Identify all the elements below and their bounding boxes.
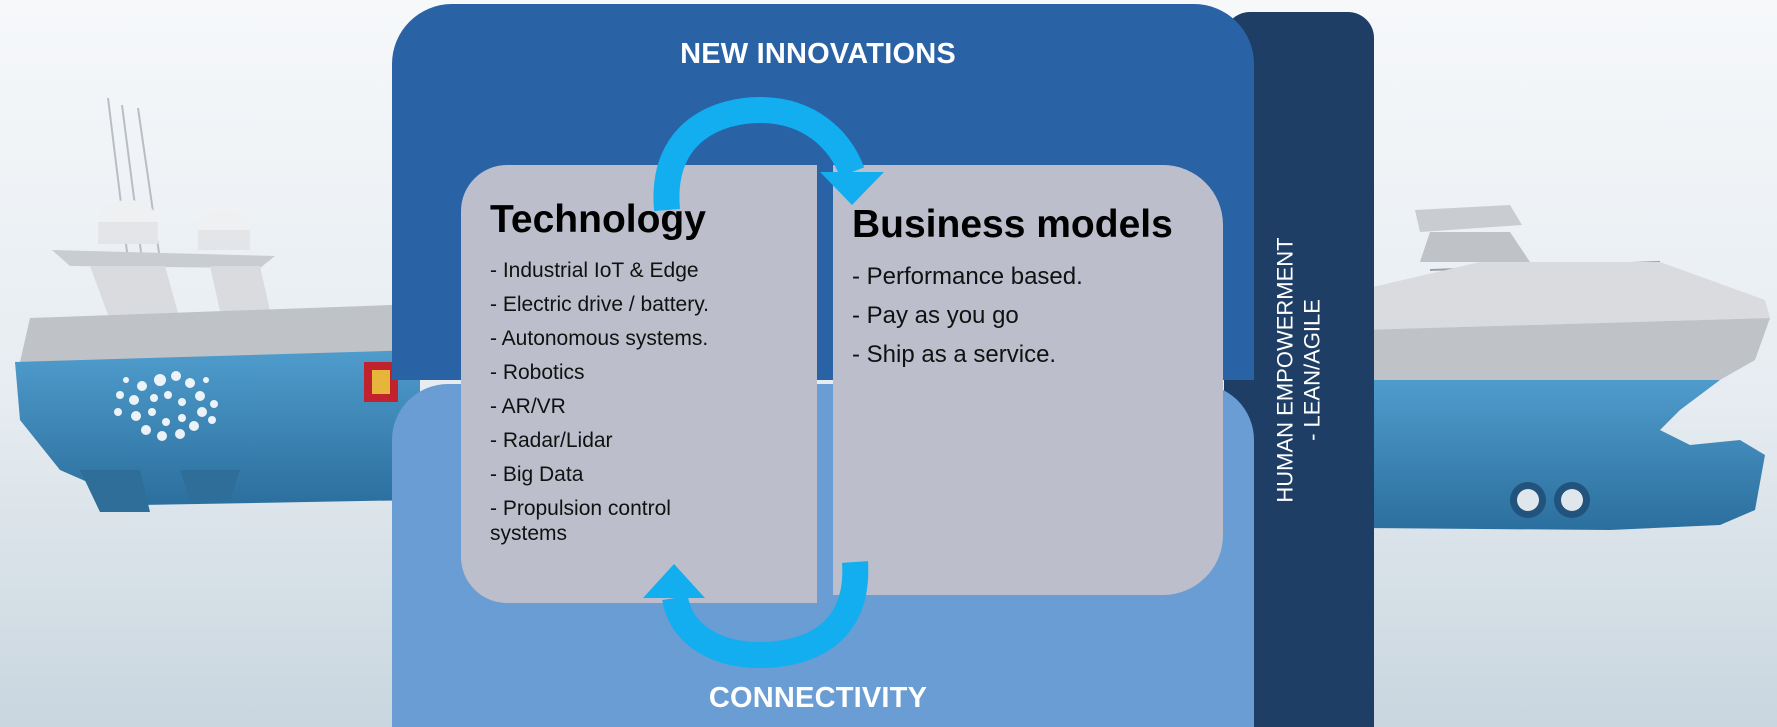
new-innovations-heading: NEW INNOVATIONS (680, 38, 956, 70)
technology-item: - Big Data (490, 463, 584, 486)
technology-item: - Electric drive / battery. (490, 293, 710, 316)
business-models-title: Business models (852, 203, 1173, 246)
business-model-item: - Pay as you go (852, 302, 1019, 329)
technology-item: - AR/VR (490, 395, 566, 418)
business-model-item: - Ship as a service. (852, 341, 1057, 368)
side-label-line2: - LEAN/AGILE (1300, 298, 1325, 441)
business-models-list: - Performance based. - Pay as you go - S… (852, 262, 1212, 379)
ship-stern-illustration (15, 97, 420, 512)
human-empowerment-label: HUMAN EMPOWERMENT - LEAN/AGILE (1224, 12, 1374, 727)
technology-item: - Autonomous systems. (490, 327, 709, 350)
side-label-line1: HUMAN EMPOWERMENT (1273, 236, 1298, 503)
business-models-card (833, 165, 1223, 595)
connectivity-heading: CONNECTIVITY (708, 682, 928, 714)
ship-bow-illustration (1360, 205, 1770, 530)
technology-item: - Radar/Lidar (490, 429, 613, 452)
technology-list: - Industrial IoT & Edge - Electric drive… (490, 258, 810, 546)
technology-card (461, 165, 817, 603)
technology-item: - Robotics (490, 361, 585, 384)
technology-item: - Propulsion control systems (490, 497, 671, 545)
business-model-item: - Performance based. (852, 263, 1083, 290)
technology-title: Technology (490, 198, 706, 241)
technology-item: - Industrial IoT & Edge (490, 259, 699, 282)
